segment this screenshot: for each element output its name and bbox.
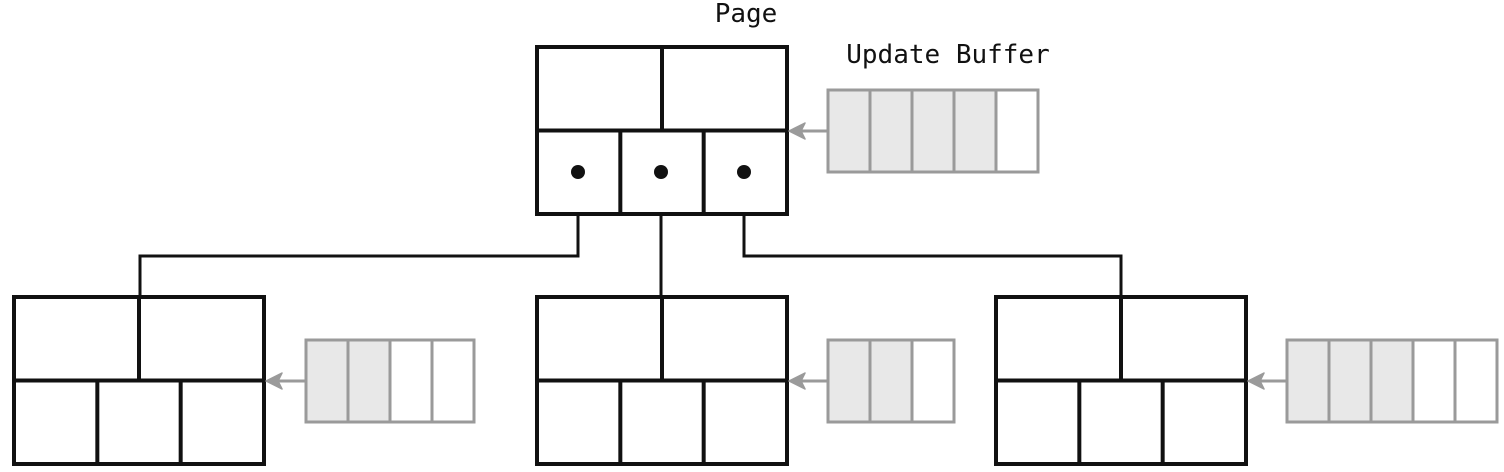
child-buffer-left-slot-filled	[304, 338, 350, 424]
child-buffer-right-slot-filled	[1327, 338, 1373, 424]
child-buffer-left-slot-filled	[346, 338, 392, 424]
child-buffer-middle-slot-empty	[910, 338, 956, 424]
child-buffer-right-slot-empty	[1411, 338, 1457, 424]
update-buffer-label: Update Buffer	[846, 40, 1050, 70]
child-buffer-right-slot-empty	[1453, 338, 1499, 424]
root-buffer-slot-filled	[952, 88, 998, 174]
pointer-dot	[654, 165, 668, 179]
pointer-dot	[737, 165, 751, 179]
page-label: Page	[715, 0, 778, 29]
pointer-dot	[571, 165, 585, 179]
diagram-shapes	[12, 45, 1499, 466]
root-buffer-slot-filled	[868, 88, 914, 174]
child-buffer-right-arrow-head	[1247, 372, 1265, 390]
connector-right	[742, 172, 1123, 297]
child-buffer-middle-slot-filled	[868, 338, 914, 424]
root-buffer-slot-empty	[994, 88, 1040, 174]
connector-left	[138, 172, 580, 297]
child-buffer-left-slot-empty	[388, 338, 434, 424]
child-buffer-middle-slot-filled	[826, 338, 872, 424]
root-buffer-slot-filled	[826, 88, 872, 174]
child-buffer-right-slot-filled	[1285, 338, 1331, 424]
root-buffer-slot-filled	[910, 88, 956, 174]
child-buffer-left-arrow-head	[265, 372, 283, 390]
child-buffer-left-slot-empty	[430, 338, 476, 424]
child-buffer-right-slot-filled	[1369, 338, 1415, 424]
root-buffer-arrow-head	[788, 122, 806, 140]
child-buffer-middle-arrow-head	[788, 372, 806, 390]
